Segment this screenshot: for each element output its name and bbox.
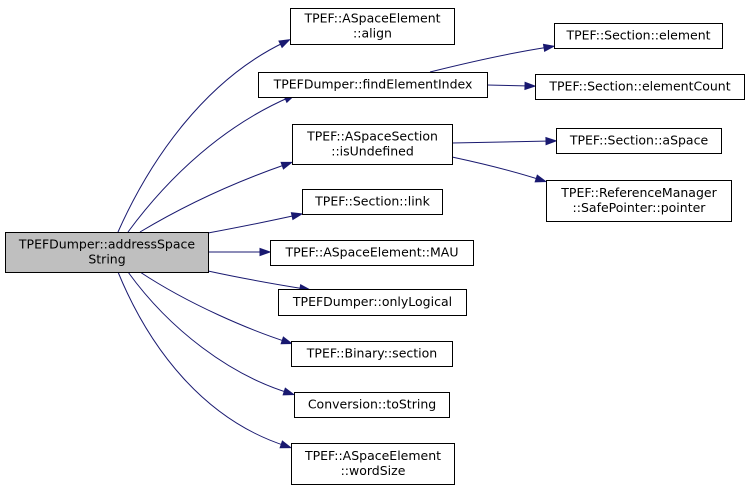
- node-box[interactable]: [258, 72, 488, 98]
- node-onlyLogical[interactable]: TPEFDumper::onlyLogical: [278, 289, 467, 316]
- nodes-layer: TPEFDumper::addressSpaceStringTPEF::ASpa…: [5, 8, 745, 485]
- node-label-line: TPEF::ASpaceElement: [303, 11, 440, 26]
- node-label-line: TPEF::Section::link: [314, 194, 430, 209]
- edge-root-to-onlyLogical: [207, 270, 312, 293]
- node-box[interactable]: [291, 341, 453, 367]
- node-box[interactable]: [302, 189, 443, 215]
- arrowhead: [545, 136, 558, 146]
- node-align[interactable]: TPEF::ASpaceElement::align: [290, 8, 455, 45]
- arrowhead: [524, 81, 537, 91]
- node-elementCount[interactable]: TPEF::Section::elementCount: [535, 74, 745, 100]
- edge-line: [127, 96, 291, 233]
- arrowhead: [280, 161, 294, 170]
- edge-root-to-toString: [127, 271, 296, 396]
- node-label-line: ::align: [353, 26, 392, 41]
- node-label-line: TPEFDumper::addressSpace: [18, 237, 195, 252]
- node-label-line: TPEFDumper::onlyLogical: [292, 294, 452, 309]
- node-findElementIndex[interactable]: TPEFDumper::findElementIndex: [258, 72, 488, 98]
- node-box[interactable]: [535, 74, 745, 100]
- edge-root-to-findElementIndex: [127, 94, 296, 233]
- node-element[interactable]: TPEF::Section::element: [554, 23, 723, 49]
- arrowhead: [282, 387, 296, 396]
- arrowhead: [290, 212, 304, 221]
- node-label-line: TPEFDumper::findElementIndex: [273, 77, 473, 92]
- node-label-line: Conversion::toString: [308, 397, 436, 412]
- edge-findElementIndex-to-element: [429, 43, 556, 73]
- edge-isUndefined-to-aSpace: [451, 136, 558, 146]
- node-box[interactable]: [556, 128, 722, 154]
- node-box[interactable]: [554, 23, 723, 49]
- edge-findElementIndex-to-elementCount: [486, 81, 537, 91]
- node-label-line: TPEF::ASpaceElement: [304, 448, 441, 463]
- arrowhead: [279, 440, 293, 449]
- node-label-line: ::isUndefined: [331, 144, 414, 159]
- node-pointer[interactable]: TPEF::ReferenceManager::SafePointer::poi…: [546, 180, 732, 222]
- edge-line: [127, 271, 290, 394]
- edge-root-to-link: [207, 212, 304, 234]
- node-label-line: TPEF::ReferenceManager: [560, 185, 717, 200]
- node-box[interactable]: [294, 392, 450, 418]
- node-label-line: TPEF::Section::element: [565, 28, 710, 43]
- node-label-line: TPEF::ASpaceSection: [306, 129, 438, 144]
- edge-line: [451, 140, 552, 144]
- node-box[interactable]: [546, 180, 732, 222]
- node-aSpace[interactable]: TPEF::Section::aSpace: [556, 128, 722, 154]
- edge-line: [429, 46, 550, 73]
- edge-line: [451, 156, 542, 181]
- edge-line: [207, 214, 298, 234]
- node-label-line: TPEF::Section::elementCount: [548, 79, 730, 94]
- node-section[interactable]: TPEF::Binary::section: [291, 341, 453, 367]
- node-label-line: ::wordSize: [341, 463, 406, 478]
- edge-line: [486, 84, 531, 87]
- node-label-line: ::SafePointer::pointer: [573, 200, 707, 215]
- node-box[interactable]: [278, 289, 467, 316]
- node-wordSize[interactable]: TPEF::ASpaceElement::wordSize: [291, 443, 455, 485]
- edge-root-to-isUndefined: [139, 161, 294, 233]
- edge-root-to-wordSize: [117, 271, 293, 449]
- arrowhead: [278, 39, 291, 49]
- edge-root-to-section: [139, 271, 294, 345]
- edge-line: [207, 270, 306, 290]
- edge-line: [139, 163, 288, 233]
- edge-root-to-MAU: [208, 247, 272, 257]
- edge-line: [117, 41, 286, 233]
- arrowhead: [534, 174, 548, 183]
- node-link[interactable]: TPEF::Section::link: [302, 189, 443, 215]
- node-MAU[interactable]: TPEF::ASpaceElement::MAU: [270, 240, 474, 266]
- node-label-line: String: [88, 252, 125, 267]
- node-box[interactable]: [290, 8, 455, 45]
- node-isUndefined[interactable]: TPEF::ASpaceSection::isUndefined: [292, 124, 453, 165]
- node-box[interactable]: [292, 124, 453, 165]
- edge-isUndefined-to-pointer: [451, 156, 548, 183]
- node-box[interactable]: [291, 443, 455, 485]
- node-label-line: TPEF::Section::aSpace: [569, 133, 709, 148]
- edge-line: [139, 271, 288, 343]
- node-box[interactable]: [5, 232, 209, 273]
- edge-root-to-align: [117, 39, 291, 233]
- edge-line: [117, 271, 287, 447]
- node-label-line: TPEF::ASpaceElement::MAU: [284, 245, 458, 260]
- arrowhead: [280, 336, 294, 345]
- arrowhead: [259, 247, 272, 257]
- node-box[interactable]: [270, 240, 474, 266]
- node-toString[interactable]: Conversion::toString: [294, 392, 450, 418]
- arrowhead: [542, 43, 556, 53]
- node-label-line: TPEF::Binary::section: [306, 346, 437, 361]
